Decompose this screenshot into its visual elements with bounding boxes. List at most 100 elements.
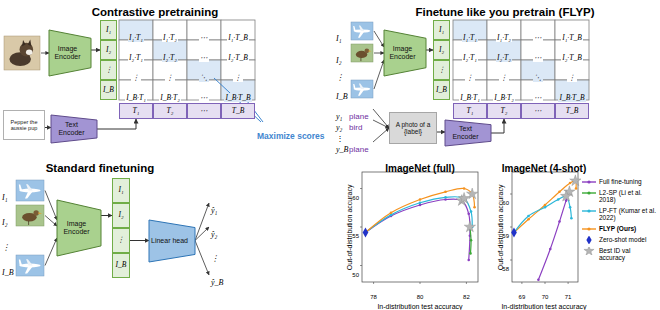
series-point (570, 217, 573, 220)
legend-text: L2-SP (Li et al. 2018) (599, 189, 656, 204)
score-cell: ⋮ (165, 73, 175, 82)
score-cell: ⋯ (533, 93, 543, 102)
node-text: Linear head (151, 237, 188, 245)
legend-text: FLYP (Ours) (599, 225, 636, 232)
node-text: ⋯ (200, 107, 208, 115)
leader-line (214, 78, 261, 122)
label-slot: ImageNet (4-shot) (474, 157, 614, 177)
tick-label: 58 (502, 266, 509, 272)
legend-row: Best ID val accuracy (582, 247, 656, 262)
label-variable: ⋮ (336, 134, 344, 143)
score-cell: I_B·T_B (558, 93, 585, 102)
callout-text: Maximize scores (256, 131, 326, 141)
flow-arrow (130, 240, 149, 241)
token-box: A photo of a {label} (389, 112, 437, 144)
legend-sample (582, 178, 596, 186)
score-cell: I₁·T₁ (128, 33, 144, 42)
label-slot: I₂·T_B (555, 45, 589, 65)
chart-title: ImageNet (4-shot) (502, 163, 586, 174)
series-point (467, 213, 470, 216)
trapezoid-shape (49, 30, 91, 76)
image-label: I₂ (336, 56, 341, 65)
score-cell: I_B·T₂ (493, 93, 514, 102)
label-slot: I₂·T₂ (153, 45, 187, 65)
label-slot: ⋮ (211, 246, 229, 266)
plane-tail (19, 185, 22, 191)
series-point (470, 239, 473, 242)
label-slot: Contrastive pretraining (40, 1, 270, 21)
label-slot: I_B (336, 84, 350, 104)
encoder-block: Text Encoder (445, 120, 491, 146)
label-slot: I₁·T₁ (119, 25, 153, 45)
input-arrow (41, 53, 49, 54)
legend-line (582, 210, 596, 211)
plane-wing (359, 84, 364, 89)
label-slot: ŷ₂ (211, 222, 229, 242)
bird-beak (369, 50, 372, 51)
score-cell: I₂·T_B (227, 53, 248, 62)
legend-point (587, 227, 590, 230)
series-point (537, 279, 540, 282)
plane-photo (351, 80, 373, 98)
label-slot: y₂ (336, 115, 350, 135)
node-text: T₁ (467, 107, 474, 115)
bird-photo (16, 205, 44, 226)
series-point (419, 202, 422, 205)
bird-photo (351, 44, 373, 62)
plane-wing (25, 191, 33, 199)
dog-photo (4, 36, 40, 70)
node-text: Text Encoder (53, 121, 90, 137)
legend-text: Full fine-tuning (599, 178, 642, 185)
similarity-matrix (453, 20, 589, 100)
image-label: I₁ (336, 34, 341, 43)
score-cell: ⋮ (499, 73, 509, 82)
photo-ground (351, 44, 373, 62)
legend-point (587, 209, 590, 212)
plane-tail (353, 26, 356, 31)
label-slot: I₂·T_B (221, 45, 255, 65)
bird-leg (360, 58, 361, 61)
tick-mark (545, 282, 546, 284)
trapezoid-shape (384, 30, 426, 76)
line-chart (510, 172, 581, 284)
tick-mark (510, 260, 512, 261)
best-marker (467, 188, 478, 199)
series-point (473, 206, 476, 209)
series-point (470, 210, 473, 213)
input-arrow (373, 128, 389, 142)
series-point (575, 187, 578, 190)
series-point (419, 198, 422, 201)
class-name: plane (349, 112, 369, 121)
node-text: ⋮ (105, 66, 113, 74)
score-cell: ⋯ (199, 53, 209, 62)
label-slot: 78 (364, 284, 384, 304)
label-slot: plane (349, 104, 375, 124)
label-slot: ⋮ (336, 65, 350, 85)
image-label: ⋮ (2, 243, 10, 252)
similarity-matrix (119, 20, 255, 100)
input-arrow (45, 191, 57, 221)
image-label: I_B (336, 92, 348, 101)
tick-mark (373, 282, 374, 284)
legend-point (587, 191, 590, 194)
tick-label: 70 (542, 294, 549, 300)
output-label: ŷ_B (211, 278, 223, 287)
series-point (469, 252, 472, 255)
label-slot: 59 (497, 223, 509, 243)
node-text: ⋮ (438, 66, 446, 74)
plane-tail (19, 260, 22, 266)
label-slot: 80 (410, 284, 430, 304)
series-point (467, 259, 470, 262)
score-cell: I₁·T₂ (162, 33, 178, 42)
score-cell: ⋱ (533, 73, 543, 82)
legend-row: Full fine-tuning (582, 178, 656, 186)
photo-ground (351, 80, 373, 98)
trapezoid-shape (445, 120, 491, 146)
token-box: ⋯ (187, 103, 221, 119)
legend-row: LP-FT (Kumar et al. 2022) (582, 207, 656, 222)
node-text: ⋮ (117, 236, 125, 244)
label-slot: I_B·T₂ (153, 85, 187, 105)
dog-ear (22, 40, 26, 46)
series-line (365, 199, 469, 260)
legend-text: Zero-shot model (599, 236, 646, 243)
